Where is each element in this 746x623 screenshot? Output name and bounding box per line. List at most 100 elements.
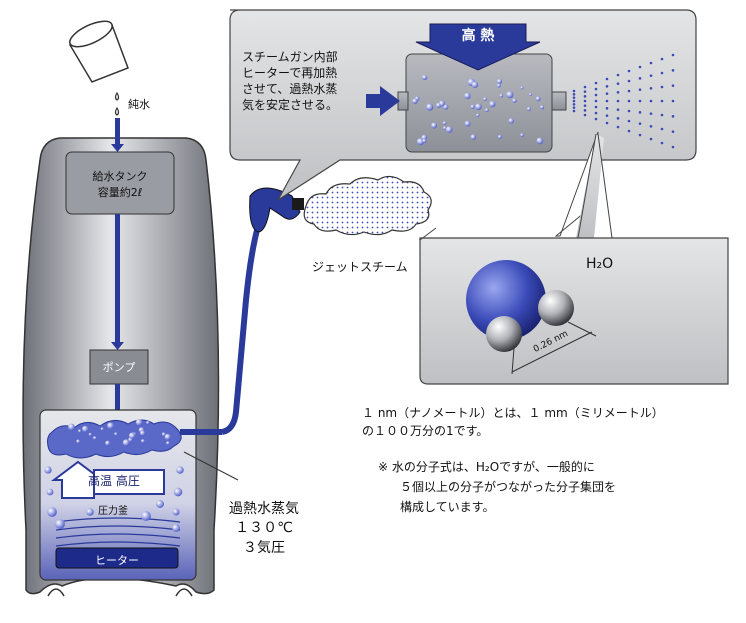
nm-definition-line2: の１００万分の1です。 [362,424,489,438]
pump-label: ポンプ [102,361,136,374]
bubble [660,113,664,117]
bubble [528,92,533,97]
bubble [46,488,54,496]
high-heat-label: 高 熱 [461,28,495,44]
molecule-callout [419,131,729,385]
bubble [627,79,631,83]
bubble [68,423,75,431]
bubble [55,519,65,529]
pure-water-label: 純水 [128,98,150,111]
heat-arrow [415,23,541,71]
nm-definition-line1: １ nm（ナノメートル）とは、１ mm（ミリメートル） [362,406,664,420]
bubble [483,97,487,101]
bubble [176,466,184,474]
bubble [649,125,653,128]
bubble [627,69,631,73]
bubble [605,114,609,117]
bubble [649,87,653,90]
bubble [638,99,642,103]
bubble [594,117,598,121]
oxygen-atom [466,260,546,340]
bubble [605,77,609,81]
bubble [421,74,428,81]
bubble [605,107,609,110]
high-temp-pressure-label: 高温 高圧 [88,474,140,488]
bubble [572,96,576,99]
bubble [671,99,675,103]
bubble [47,507,57,517]
bubble [107,422,114,430]
bubble [443,104,449,110]
bubble [442,121,447,125]
bubble [671,115,675,118]
bubble [638,111,642,114]
bubble [426,103,434,111]
bubble [141,439,145,443]
molecule-label: H₂O [586,256,614,272]
note-line2: ５個以上の分子がつながった分子集団を [400,480,617,494]
bubble [660,57,664,61]
steam-gun-text-line1: スチームガン内部 [242,50,338,64]
bubble [475,103,482,111]
bubble [627,119,631,123]
bubble [512,98,517,103]
bubble [627,99,631,103]
bubble [105,440,111,446]
bubble [82,425,89,433]
bubble [660,127,664,131]
bubble [496,78,503,84]
steam-gun-text-line3: させて、過熱水蒸 [242,82,338,96]
bubble [594,81,598,85]
bubble [583,109,587,112]
bubble [594,105,598,109]
bubble [497,134,502,139]
jet-steam-label: ジェットスチーム [312,260,408,274]
bubble [616,117,620,120]
bubble [572,109,576,113]
bubble [506,91,514,99]
tank-label-line1: 給水タンク [92,170,148,183]
bubble [660,71,664,75]
bubble [671,84,675,87]
bubble [86,508,94,516]
bubble [161,432,166,437]
superheated-steam-line1: 過熱水蒸気 [229,501,299,517]
bubble [526,106,531,111]
note-line1: ※ 水の分子式は、H₂Oですが、一般的に [378,460,595,474]
bubble [671,145,675,149]
bubble [135,419,143,426]
bubble [649,112,653,115]
bubble [594,99,598,103]
bubble [594,111,598,115]
bubble [166,441,170,445]
bubble [172,524,180,532]
bubble [499,93,504,98]
bubble [583,99,587,103]
leader-line [183,451,239,481]
hydrogen-atom [538,290,574,326]
input-arrow [366,86,400,116]
bubble [128,432,136,440]
bubble [508,118,514,124]
bubble [638,122,642,125]
bubble [627,89,631,93]
bubble [464,120,471,127]
bubble [638,133,642,137]
bubble [489,100,496,108]
bubble [583,104,587,107]
bubble [671,130,675,133]
bubble [173,487,183,497]
bubble [172,508,180,516]
steam-gun-callout [229,9,697,201]
bubble [146,420,150,425]
bubble [470,134,477,140]
bubble [76,439,81,444]
bubble [520,133,524,137]
bubble [535,96,541,102]
bubble [649,74,653,77]
bubble [660,85,664,89]
bubble [638,77,642,80]
bubble [594,93,598,97]
bubble [412,98,418,104]
heated-bubbles [412,74,545,146]
